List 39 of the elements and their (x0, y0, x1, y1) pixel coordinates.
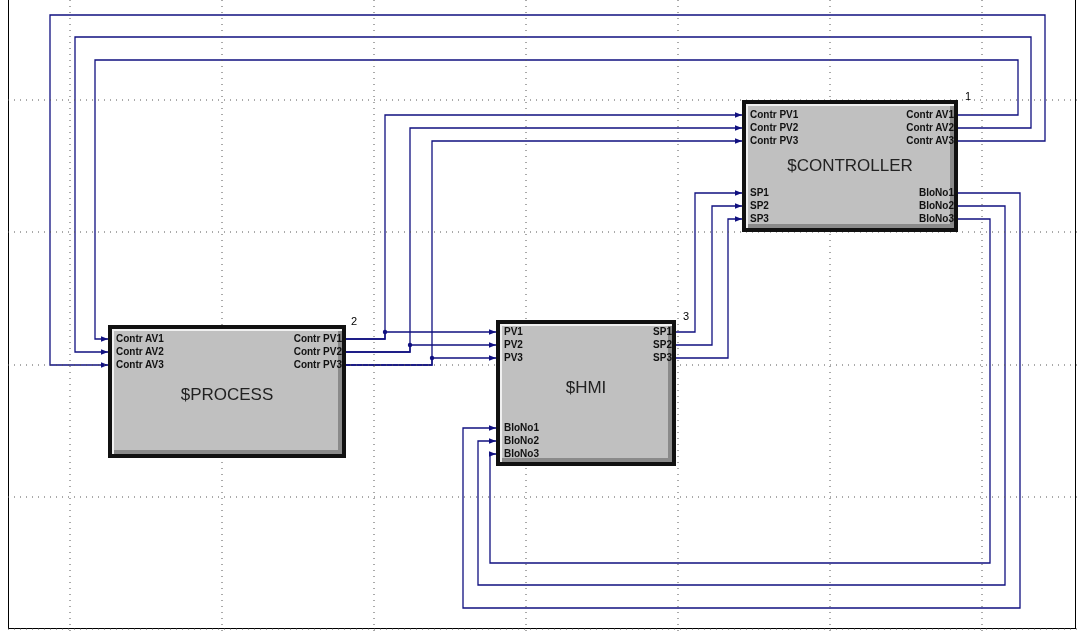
port-label: Contr AV3 (108, 359, 164, 371)
port-label: BloNo1 (919, 187, 958, 199)
port-label: Contr PV3 (742, 135, 799, 147)
port-label: Contr PV1 (742, 109, 799, 121)
block-number: 3 (683, 310, 690, 322)
connector (675, 190, 743, 333)
port-label: Contr AV3 (906, 135, 958, 147)
port-label: SP3 (742, 213, 769, 225)
connector (675, 216, 743, 359)
block-number: 2 (351, 315, 358, 327)
port-label: Contr AV2 (108, 346, 164, 358)
port-label: Contr PV3 (293, 359, 346, 371)
port-label: Contr AV2 (906, 122, 958, 134)
block-title: $CONTROLLER (786, 156, 914, 176)
port-label: Contr PV2 (742, 122, 799, 134)
block-title: $HMI (564, 378, 608, 398)
port-label: PV1 (496, 326, 523, 338)
port-label: Contr PV1 (293, 333, 346, 345)
block-title: $PROCESS (179, 385, 275, 405)
port-label: PV3 (496, 352, 523, 364)
port-label: BloNo2 (496, 435, 539, 447)
port-label: SP2 (653, 339, 676, 351)
connector (675, 203, 743, 346)
connector (345, 329, 497, 340)
port-label: Contr AV1 (108, 333, 164, 345)
connector (345, 342, 497, 353)
port-label: SP1 (653, 326, 676, 338)
connector (345, 355, 497, 366)
block-number: 1 (965, 90, 972, 102)
port-label: SP2 (742, 200, 769, 212)
port-label: SP1 (742, 187, 769, 199)
port-label: Contr PV2 (293, 346, 346, 358)
port-label: PV2 (496, 339, 523, 351)
port-label: SP3 (653, 352, 676, 364)
port-label: BloNo3 (496, 448, 539, 460)
port-label: Contr AV1 (906, 109, 958, 121)
port-label: BloNo1 (496, 422, 539, 434)
port-label: BloNo3 (919, 213, 958, 225)
port-label: BloNo2 (919, 200, 958, 212)
